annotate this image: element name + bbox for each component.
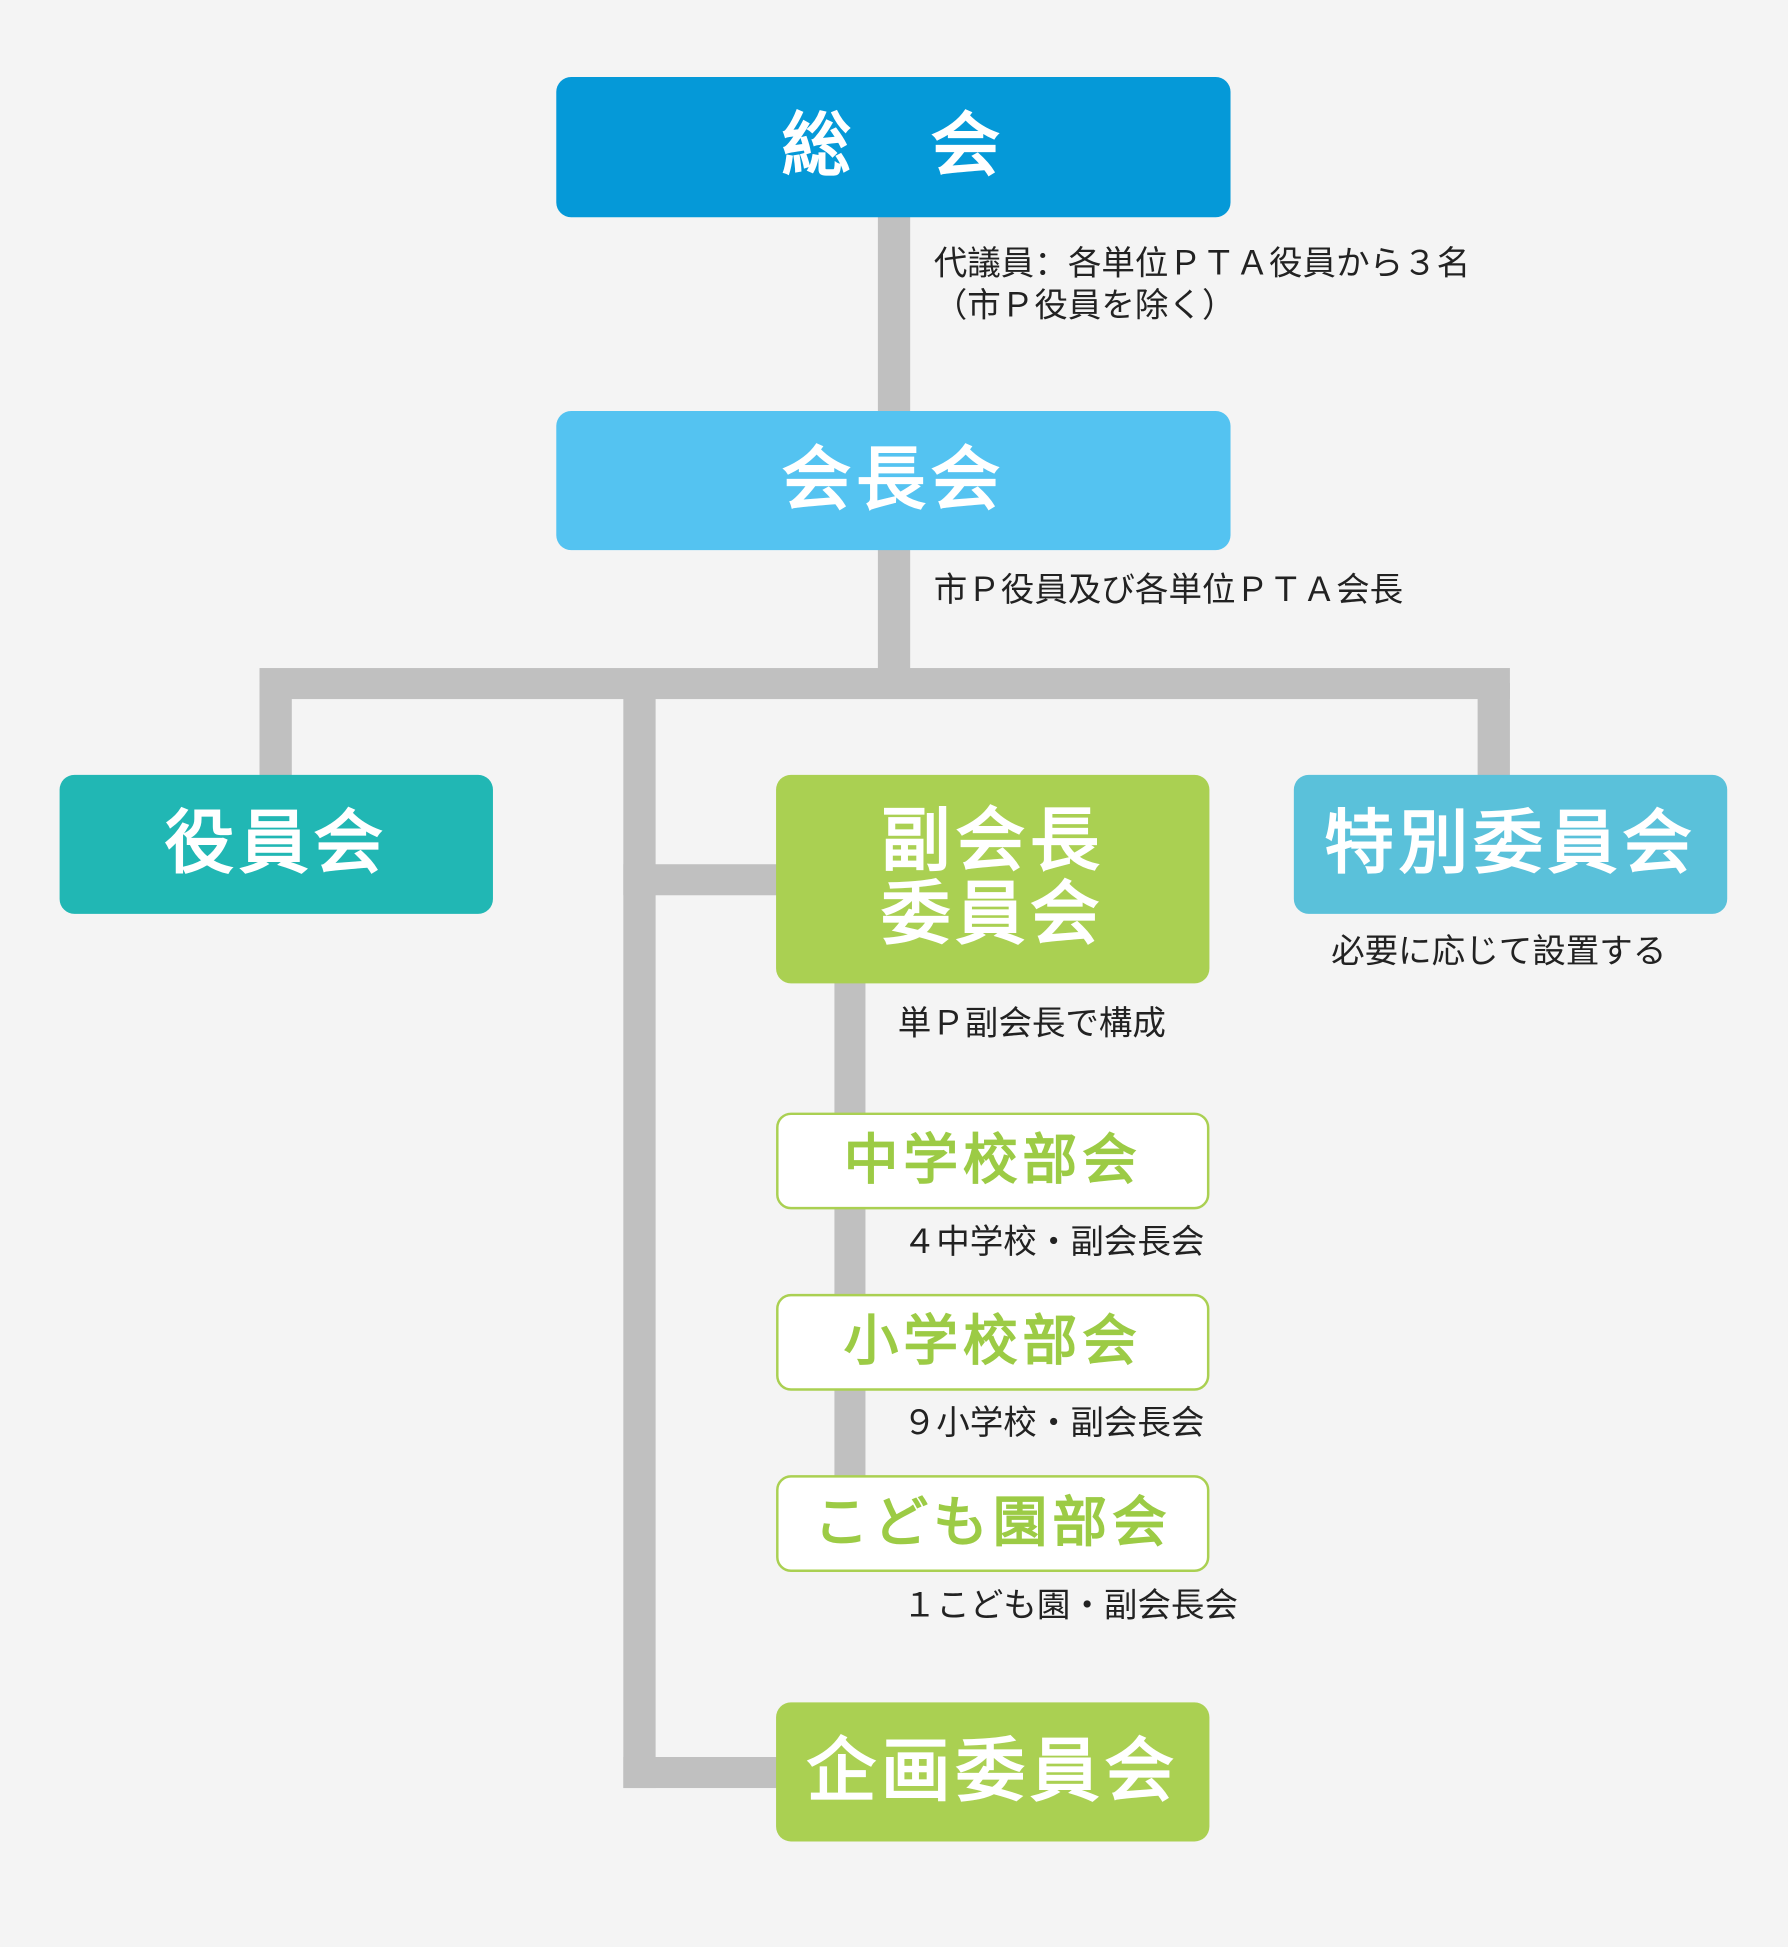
vice-president-committee-node: 副会長委員会 [776,774,1210,984]
node-label: 総 会 [781,105,1006,187]
connector [623,682,656,1789]
elementary-note: ９小学校・副会長会 [902,1404,1205,1443]
junior-high-note: ４中学校・副会長会 [902,1223,1205,1262]
vice-note: 単Ｐ副会長で構成 [897,1004,1166,1044]
connector [623,1757,785,1789]
junior-high-section-node: 中学校部会 [776,1112,1210,1210]
node-label: 特別委員会 [1324,802,1697,884]
connector [877,211,911,423]
presidents-council-node: 会長会 [556,411,1231,551]
general-assembly-node: 総 会 [556,76,1231,218]
connector [259,668,1510,700]
node-label: 小学校部会 [843,1309,1142,1374]
elementary-section-node: 小学校部会 [776,1293,1210,1391]
node-label: こども園部会 [813,1491,1172,1555]
connector [877,546,911,683]
connector [1477,682,1510,783]
kindergarten-note: １こども園・副会長会 [902,1586,1238,1626]
general-note-2: （市Ｐ役員を除く） [933,286,1236,326]
special-committee-node: 特別委員会 [1293,774,1728,914]
connector [259,682,292,783]
officers-council-node: 役員会 [59,774,493,914]
special-note: 必要に応じて設置する [1331,932,1667,972]
general-note-1: 代議員：各単位ＰＴＡ役員から３名 [933,244,1471,284]
node-label: 会長会 [781,439,1006,520]
planning-committee-node: 企画委員会 [776,1702,1210,1842]
connector [834,974,866,1484]
node-label: 委員会 [880,874,1105,955]
presidents-note: 市Ｐ役員及び各単位ＰＴＡ会長 [933,571,1404,610]
kindergarten-section-node: こども園部会 [776,1475,1210,1572]
node-label: 中学校部会 [843,1128,1142,1192]
node-label: 役員会 [164,802,389,884]
node-label: 企画委員会 [806,1730,1179,1812]
connector [623,864,785,896]
node-label: 副会長 [880,801,1105,882]
